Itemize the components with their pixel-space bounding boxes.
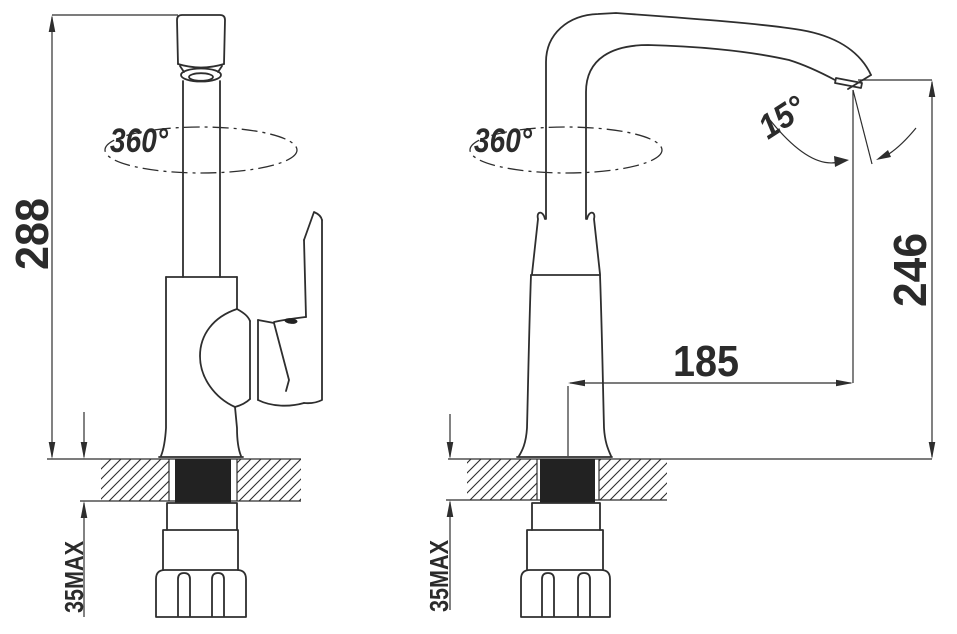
spout-height-dimension-label: 246 xyxy=(884,233,936,307)
dim-288-arrow-up xyxy=(48,15,56,32)
left-height-dimension-label: 288 xyxy=(6,198,58,270)
left-aerator-inner xyxy=(188,72,214,82)
left-hatch-left xyxy=(101,459,169,501)
tilt-annotation-15deg: 15° xyxy=(752,88,917,167)
left-spout-cap xyxy=(176,14,226,65)
left-handle-bell-bottom xyxy=(257,399,305,407)
right-collar-left xyxy=(531,211,546,275)
right-body-right xyxy=(599,274,612,457)
left-handle-wedge-slant xyxy=(273,322,290,392)
right-hatch-right xyxy=(599,459,667,500)
dimension-185: 185 xyxy=(567,90,854,456)
right-body-left xyxy=(518,274,532,457)
left-body-right-lower xyxy=(234,406,242,457)
right-mounting-hardware xyxy=(520,502,611,618)
tilt-arc-arrow-right xyxy=(876,150,891,160)
right-gooseneck-inner xyxy=(585,44,836,220)
right-swivel-annotation: 360° xyxy=(469,122,663,174)
left-cartridge-cap-join-top xyxy=(236,308,251,322)
right-view: 360° xyxy=(424,12,936,618)
left-spout-cap-bottom xyxy=(177,63,225,69)
dim-246-arrow-down xyxy=(928,442,936,459)
dim-246-arrow-up xyxy=(928,80,936,97)
right-collar-right xyxy=(586,211,601,275)
right-swivel-label: 360° xyxy=(474,122,532,160)
left-rotation-centerline-ellipse xyxy=(104,126,298,174)
left-hatch-right xyxy=(237,459,301,501)
dimension-35max-left: 35MAX xyxy=(59,412,89,617)
right-faucet xyxy=(516,12,872,458)
left-shank xyxy=(166,502,238,531)
left-nut-lower xyxy=(155,569,247,618)
right-rotation-centerline-ellipse xyxy=(469,126,663,174)
right-deck-thickness-label: 35MAX xyxy=(424,539,454,612)
right-35max-arrow-up xyxy=(446,500,454,517)
right-nut-lower xyxy=(520,569,611,618)
tilt-arc-arrow-left xyxy=(834,156,849,167)
right-rubber-seal xyxy=(540,459,595,503)
right-hatch-left xyxy=(467,459,537,500)
left-mounting-hardware xyxy=(155,502,247,618)
left-cartridge-dome xyxy=(199,308,238,408)
right-35max-arrow-down xyxy=(446,442,454,459)
right-nut-slot-2 xyxy=(577,572,591,617)
left-nut-slot-1 xyxy=(177,572,191,617)
dim-185-arrow-left xyxy=(568,379,585,387)
right-nut-upper xyxy=(526,529,604,571)
left-handle-wedge-top xyxy=(257,319,275,324)
left-countertop xyxy=(47,458,301,503)
left-lever-left-edge xyxy=(303,239,307,318)
right-spout-aerator xyxy=(834,77,863,89)
left-35max-arrow-down xyxy=(80,442,88,459)
left-swivel-label: 360° xyxy=(110,122,168,160)
dimension-288: 288 xyxy=(6,14,178,459)
dim-288-arrow-down xyxy=(48,442,56,459)
spout-reach-dimension-label: 185 xyxy=(673,337,739,386)
dimension-35max-right: 35MAX xyxy=(424,414,454,612)
tilt-line xyxy=(852,89,873,165)
left-rubber-seal xyxy=(175,459,231,503)
left-body-left xyxy=(160,276,167,457)
left-lever-right-edge xyxy=(303,219,323,405)
right-nut-slot-1 xyxy=(541,572,555,617)
left-nut-upper xyxy=(162,529,239,571)
left-aerator-outer xyxy=(180,67,222,83)
right-gooseneck-outer xyxy=(545,12,872,220)
left-cartridge-cap-join-bottom xyxy=(234,398,251,408)
left-swivel-annotation: 360° xyxy=(104,122,298,174)
left-view: 288 360° xyxy=(6,14,323,618)
left-lever-tip xyxy=(303,211,323,241)
dim-185-arrow-right xyxy=(836,379,853,387)
left-faucet xyxy=(158,14,323,458)
left-handle-indicator-dot xyxy=(284,318,298,324)
right-countertop xyxy=(446,458,932,503)
dimension-246: 246 xyxy=(858,79,936,459)
left-nut-slot-2 xyxy=(211,572,225,617)
left-deck-thickness-label: 35MAX xyxy=(59,540,89,613)
left-35max-arrow-up xyxy=(80,501,88,518)
spout-tilt-label: 15° xyxy=(752,88,813,146)
right-shank xyxy=(531,502,601,531)
